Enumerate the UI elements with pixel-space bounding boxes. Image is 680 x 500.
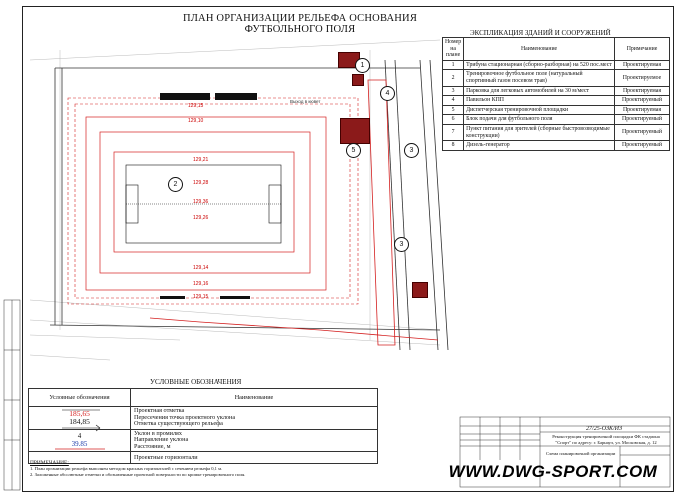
legend-text: Уклон в промилях: [134, 429, 182, 437]
legend-text: Проектная отметка: [134, 407, 185, 414]
legend-col-name: Наименование: [130, 388, 378, 407]
food-point: [352, 74, 364, 86]
legend-text: Направление уклона: [134, 436, 189, 443]
title-block: 27/25-ОЗК/ИЗ Реконструкция тренировочной…: [460, 417, 670, 487]
generator-block: [412, 282, 428, 298]
note-line: 1. План организации рельефа выполнен мет…: [30, 466, 223, 471]
plan-title: ПЛАН ОРГАНИЗАЦИИ РЕЛЬЕФА ОСНОВАНИЯ ФУТБО…: [182, 13, 418, 35]
legend-existing-elev: 184,85: [69, 416, 90, 426]
project-description: Реконструкция тренировочной площадки ФК …: [552, 434, 660, 445]
field-mark: 129,26: [193, 215, 209, 221]
legend-text: Пересечения точка проектного уклона: [134, 413, 236, 421]
dispatcher-building: [340, 118, 370, 144]
marker-circle: 4: [380, 86, 395, 101]
notes-block: ПРИМЕЧАНИЕ: 1. План организации рельефа …: [30, 460, 450, 478]
col-note: Примечание: [614, 37, 670, 61]
legend-design-elev: 185,65: [69, 408, 90, 418]
watermark: WWW.DWG-SPORT.COM: [448, 462, 658, 481]
marker-circle: 3: [404, 143, 419, 158]
explication-title: ЭКСПЛИКАЦИЯ ЗДАНИЙ И СООРУЖЕНИЙ: [470, 29, 611, 37]
field-mark: 129,15: [188, 103, 204, 109]
table-row: Проектные горизонтали: [28, 451, 378, 464]
field-mark: 129,14: [193, 265, 209, 271]
legend-contour-label: Проектные горизонтали: [130, 451, 378, 464]
field-mark: 129,15: [193, 294, 209, 300]
legend-text: Отметка существующего рельефа: [134, 420, 223, 427]
drawing-frame: [22, 6, 674, 492]
marker-circle: 1: [355, 58, 370, 73]
field-mark: 129,28: [193, 180, 209, 186]
table-row: 185,65 184,85 Проектная отметка Пересече…: [28, 406, 378, 430]
marker-circle: 2: [168, 177, 183, 192]
field-mark: 129,10: [188, 118, 204, 124]
legend-title: УСЛОВНЫЕ ОБОЗНАЧЕНИЯ: [150, 378, 242, 386]
marker-circle: 5: [346, 143, 361, 158]
note-line: 2. Заложенные абсолютные отметки и обозн…: [30, 472, 246, 477]
plan-annotation: Выход в кювет: [290, 99, 321, 104]
field-mark: 129,21: [193, 157, 209, 163]
col-name: Наименование: [463, 37, 615, 61]
marker-circle: 3: [394, 237, 409, 252]
notes-heading: ПРИМЕЧАНИЕ:: [30, 460, 69, 466]
legend-slope-dist: 39.85: [71, 440, 88, 449]
sheet-name: Схема планировочной организации: [546, 451, 616, 456]
project-code: 27/25-ОЗК/ИЗ: [586, 426, 622, 432]
field-mark: 129,16: [193, 281, 209, 287]
legend-col-symbol: Условные обозначения: [28, 388, 131, 407]
legend-text: Расстояние, м: [134, 442, 171, 450]
col-num: Номер на плане: [441, 37, 465, 61]
explication-table: Номер на плане Наименование Примечание 1…: [441, 37, 670, 151]
legend-table: Условные обозначения Наименование 185,65…: [28, 388, 378, 464]
legend-slope-value: 4: [77, 432, 82, 441]
field-mark: 129,36: [193, 199, 209, 205]
table-row: 4 39.85 Уклон в промилях Направление укл…: [28, 428, 378, 452]
